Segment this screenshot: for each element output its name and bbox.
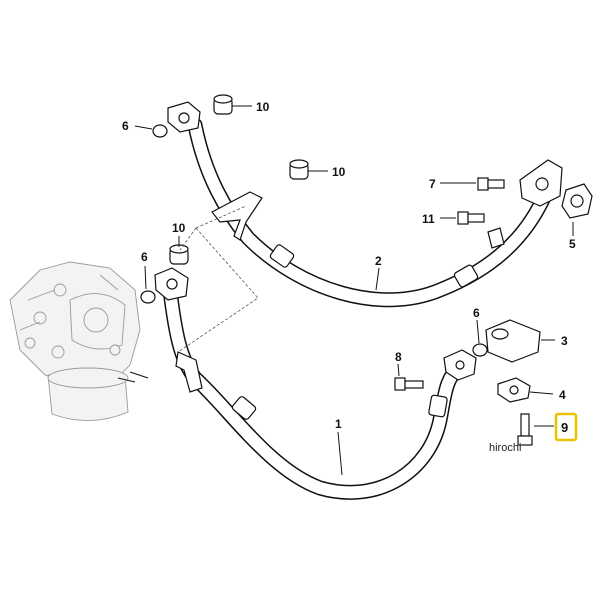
callout-6-top: 6	[122, 119, 129, 133]
bolt-8	[394, 377, 424, 391]
grommet-top	[213, 94, 233, 115]
callout-9: 9	[561, 420, 568, 435]
bolt-7	[477, 177, 505, 191]
o-ring-right	[472, 343, 488, 357]
o-ring-top	[152, 124, 168, 138]
grommet-left	[169, 244, 189, 265]
callout-5: 5	[569, 237, 576, 251]
bolt-11	[457, 211, 485, 225]
gasket-5	[561, 183, 593, 219]
upper-oil-hose	[167, 101, 563, 308]
callout-10-left: 10	[172, 221, 186, 235]
callout-4: 4	[559, 388, 566, 402]
highlight-box	[554, 412, 578, 442]
callout-1: 1	[335, 417, 342, 431]
o-ring-left	[140, 290, 156, 304]
callout-10-mid: 10	[332, 165, 346, 179]
leader-lines	[134, 105, 574, 476]
callout-11: 11	[422, 212, 435, 226]
callout-6-right: 6	[473, 306, 480, 320]
gasket-4	[497, 377, 531, 403]
callout-7: 7	[429, 177, 436, 191]
callout-8: 8	[395, 350, 402, 364]
lower-oil-hose	[154, 267, 477, 500]
callout-3: 3	[561, 334, 568, 348]
watermark-text: hirochi	[489, 442, 521, 454]
bolt-9	[517, 413, 533, 446]
engine-block	[9, 261, 149, 421]
callout-10-top: 10	[256, 100, 270, 114]
callout-6-left: 6	[141, 250, 148, 264]
callout-2: 2	[375, 254, 382, 268]
assembly-dashed-line	[177, 205, 259, 353]
grommet-mid	[289, 159, 309, 180]
connector-3	[485, 319, 541, 363]
